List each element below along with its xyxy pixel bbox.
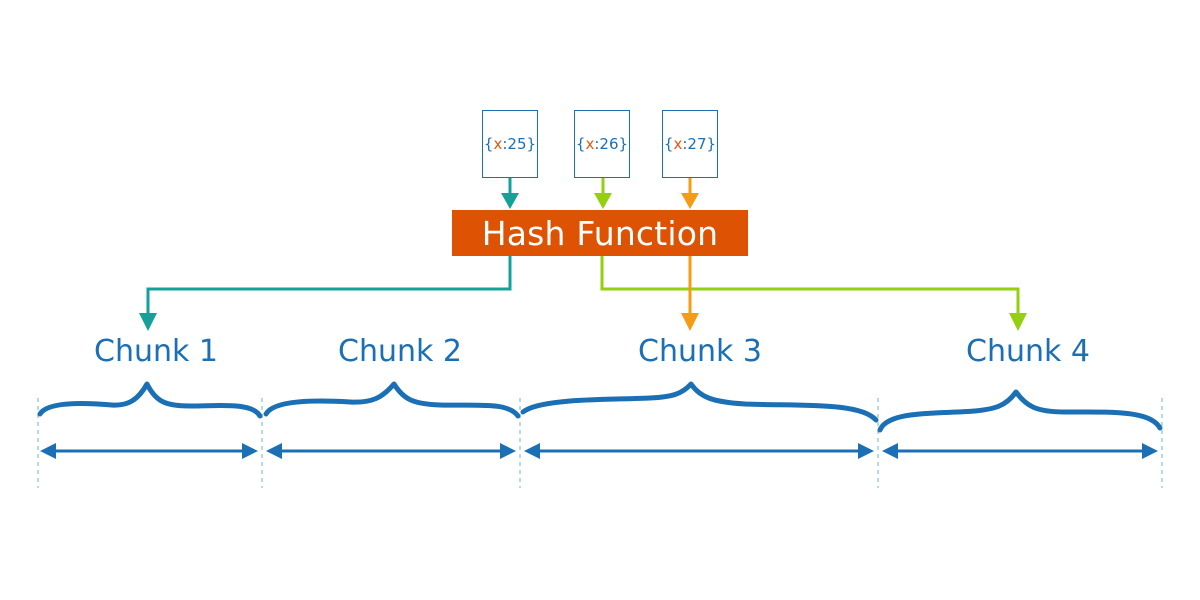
document-card: {x: 27} [662,110,718,178]
doc-close-brace: } [706,135,717,153]
chunk-2-brace [263,381,521,419]
chunk-4-range-arrow [882,443,1158,459]
chunk-3-range-arrow [524,443,874,459]
doc-close-brace: } [618,135,629,153]
chunk-1-label: Chunk 1 [94,334,218,369]
doc-close-brace: } [526,135,537,153]
chunk-2-label: Chunk 2 [338,334,462,369]
chunk-3-label: Chunk 3 [638,334,762,369]
hash-function-label: Hash Function [481,213,719,253]
chunk-1-brace [37,381,263,419]
doc-open-brace: { [663,135,674,153]
hash-function-box: Hash Function [452,210,748,256]
doc-separator: : [502,135,508,153]
doc-open-brace: { [483,135,494,153]
chunk-4-brace [877,389,1163,433]
doc-3-arrow [681,178,699,209]
doc-open-brace: { [575,135,586,153]
doc-separator: : [682,135,688,153]
doc-key: x [493,135,503,153]
doc-key: x [585,135,595,153]
chunk-4-label: Chunk 4 [966,334,1090,369]
route-to-chunk-4 [600,256,1027,331]
chunk-3-brace [520,381,879,423]
route-to-chunk-3 [681,256,699,331]
doc-1-arrow [501,178,519,209]
doc-value: 25 [507,135,527,153]
route-to-chunk-1 [139,256,512,331]
doc-key: x [673,135,683,153]
document-card: {x: 26} [574,110,630,178]
doc-2-arrow [594,178,612,209]
doc-value: 27 [687,135,707,153]
chunk-2-range-arrow [266,443,516,459]
doc-value: 26 [599,135,619,153]
document-card: {x: 25} [482,110,538,178]
chunk-1-range-arrow [40,443,258,459]
doc-separator: : [594,135,600,153]
